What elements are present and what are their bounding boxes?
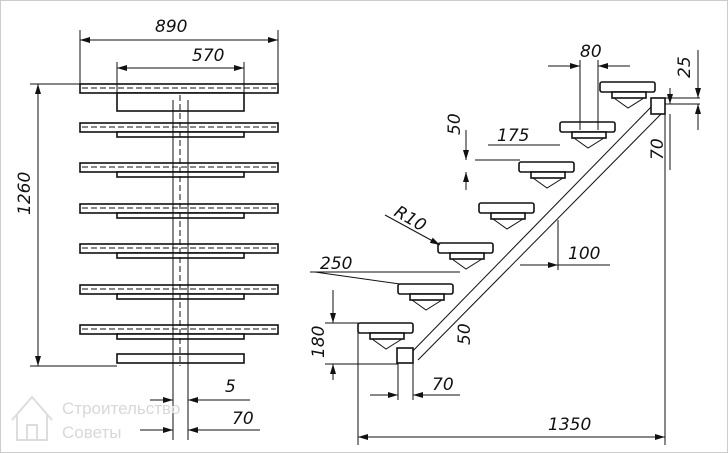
side-tread (478, 202, 535, 214)
dim-250: 250 (320, 254, 352, 274)
tread-bracket (449, 252, 485, 260)
dim-570: 570 (192, 46, 224, 66)
stringer-base (396, 347, 414, 364)
dim-70-front: 70 (232, 409, 254, 429)
dim-70-side: 70 (648, 138, 668, 160)
dim-70-base: 70 (432, 375, 454, 395)
watermark-line1: Строительство (62, 399, 180, 418)
watermark-logo (11, 395, 53, 441)
dim-100: 100 (568, 244, 600, 264)
tread-bracket (571, 131, 607, 139)
bracket-brace (573, 137, 605, 149)
tread-bracket (369, 332, 405, 340)
dim-890: 890 (155, 17, 187, 37)
bracket-brace (451, 258, 483, 270)
dim-50-section: 50 (455, 323, 475, 345)
tread-bracket (490, 212, 526, 220)
bracket-brace (371, 338, 403, 350)
tread-bracket (530, 171, 566, 179)
side-tread (357, 322, 414, 334)
dim-5: 5 (225, 377, 236, 397)
stringer-top (650, 97, 666, 115)
dim-175: 175 (497, 126, 529, 146)
tread-bracket (409, 293, 445, 301)
dim-r10: R10 (391, 202, 430, 236)
tread-bracket (611, 91, 647, 99)
side-view (357, 81, 656, 350)
side-tread (437, 242, 494, 254)
dim-80: 80 (580, 42, 602, 62)
dim-50-step: 50 (445, 113, 465, 135)
front-view (79, 83, 279, 366)
side-tread (559, 121, 616, 133)
bracket-brace (532, 177, 564, 189)
dim-1350: 1350 (548, 415, 591, 435)
bracket-brace (613, 97, 645, 109)
front-support-plate (116, 92, 245, 112)
dim-180: 180 (309, 326, 329, 358)
side-tread (599, 81, 656, 93)
side-tread (397, 283, 454, 295)
dim-1260: 1260 (15, 172, 35, 215)
watermark-line2: Советы (62, 423, 121, 442)
dim-25: 25 (675, 56, 695, 78)
bracket-brace (411, 299, 443, 311)
side-tread (518, 161, 575, 173)
bracket-brace (492, 218, 524, 230)
